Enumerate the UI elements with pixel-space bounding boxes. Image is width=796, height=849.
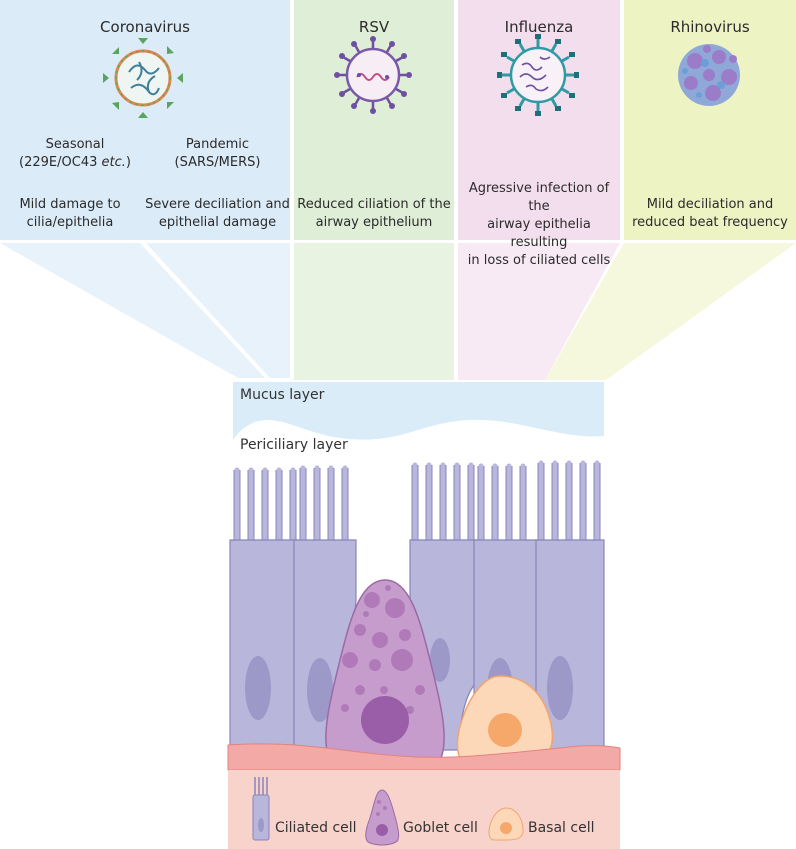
rhinovirus-effect: Mild deciliation and reduced beat freque…	[624, 196, 796, 232]
coronavirus-icon	[103, 38, 183, 118]
panel-influenza: Influenza Agressive infection of the air…	[458, 0, 620, 268]
goblet-cell	[325, 579, 445, 767]
panel-rhinovirus-bg	[624, 0, 796, 240]
wedge-rhinovirus	[545, 243, 796, 380]
seasonal-line2-em: etc.	[101, 155, 126, 170]
effect-line: Agressive infection of the	[468, 181, 610, 214]
influenza-effect: Agressive infection of the airway epithe…	[458, 180, 620, 270]
effect-line: Reduced ciliation of the	[297, 197, 451, 212]
wedge-coronavirus-pandemic	[146, 243, 290, 378]
goblet-cell-legend-icon	[365, 789, 400, 846]
coronavirus-pandemic-effect: Severe deciliation and epithelial damage	[140, 196, 295, 232]
wedge-rsv	[294, 243, 454, 380]
effect-line: cilia/epithelia	[26, 215, 114, 230]
ciliated-nuclei	[245, 638, 573, 722]
panel-title-influenza: Influenza	[504, 18, 574, 36]
cilia-outline	[233, 463, 601, 545]
effect-line: epithelial damage	[158, 215, 277, 230]
rsv-effect: Reduced ciliation of the airway epitheli…	[294, 196, 454, 232]
panel-title-rsv: RSV	[358, 18, 390, 36]
panel-coronavirus: Coronavirus Seasonal (229E/OC43 etc.) Pa…	[0, 0, 290, 240]
seasonal-line2-prefix: (229E/OC43	[19, 155, 102, 170]
basal-cell	[456, 675, 554, 765]
basement-membrane	[227, 743, 621, 771]
coronavirus-seasonal-label: Seasonal (229E/OC43 etc.)	[0, 136, 150, 172]
panel-rhinovirus: Rhinovirus Mild deciliation and reduced …	[624, 0, 796, 240]
legend-band	[228, 770, 620, 849]
legend-goblet-label: Goblet cell	[403, 820, 478, 836]
mucus-layer-shape	[233, 382, 604, 440]
mucus-layer-label: Mucus layer	[240, 387, 325, 403]
influenza-icon	[497, 34, 579, 116]
legend-basal-label: Basal cell	[528, 820, 595, 836]
ciliated-cell-legend-icon	[252, 777, 270, 841]
rsv-icon	[334, 36, 412, 114]
seasonal-line1: Seasonal	[45, 137, 105, 152]
seasonal-line2-suffix: )	[125, 155, 131, 170]
coronavirus-seasonal-effect: Mild damage to cilia/epithelia	[0, 196, 140, 232]
seasonal-line2: (229E/OC43 etc.)	[0, 154, 150, 172]
basal-cell-legend-icon	[488, 807, 524, 841]
cilia	[234, 460, 600, 548]
pandemic-line2: (SARS/MERS)	[174, 155, 261, 170]
effect-line: Mild deciliation and	[646, 197, 774, 212]
ciliated-cell-1	[229, 539, 299, 751]
periciliary-layer-label: Periciliary layer	[240, 437, 348, 453]
effect-line: airway epithelia resulting	[487, 217, 591, 250]
effect-line: Severe deciliation and	[145, 197, 290, 212]
pandemic-line1: Pandemic	[185, 137, 250, 152]
effect-line: in loss of ciliated cells	[467, 253, 611, 268]
effect-line: airway epithelium	[315, 215, 433, 230]
rhinovirus-icon	[678, 44, 740, 106]
effect-line: Mild damage to	[19, 197, 121, 212]
panel-title-rhinovirus: Rhinovirus	[670, 18, 750, 36]
legend-ciliated-label: Ciliated cell	[275, 820, 357, 836]
coronavirus-pandemic-label: Pandemic (SARS/MERS)	[145, 136, 290, 172]
wedge-influenza	[458, 243, 620, 380]
panel-title-coronavirus: Coronavirus	[100, 18, 190, 36]
effect-line: reduced beat frequency	[632, 215, 788, 230]
panel-rsv: RSV Reduced ciliation of the airway epit…	[294, 0, 454, 240]
wedge-coronavirus-seasonal	[0, 243, 265, 378]
